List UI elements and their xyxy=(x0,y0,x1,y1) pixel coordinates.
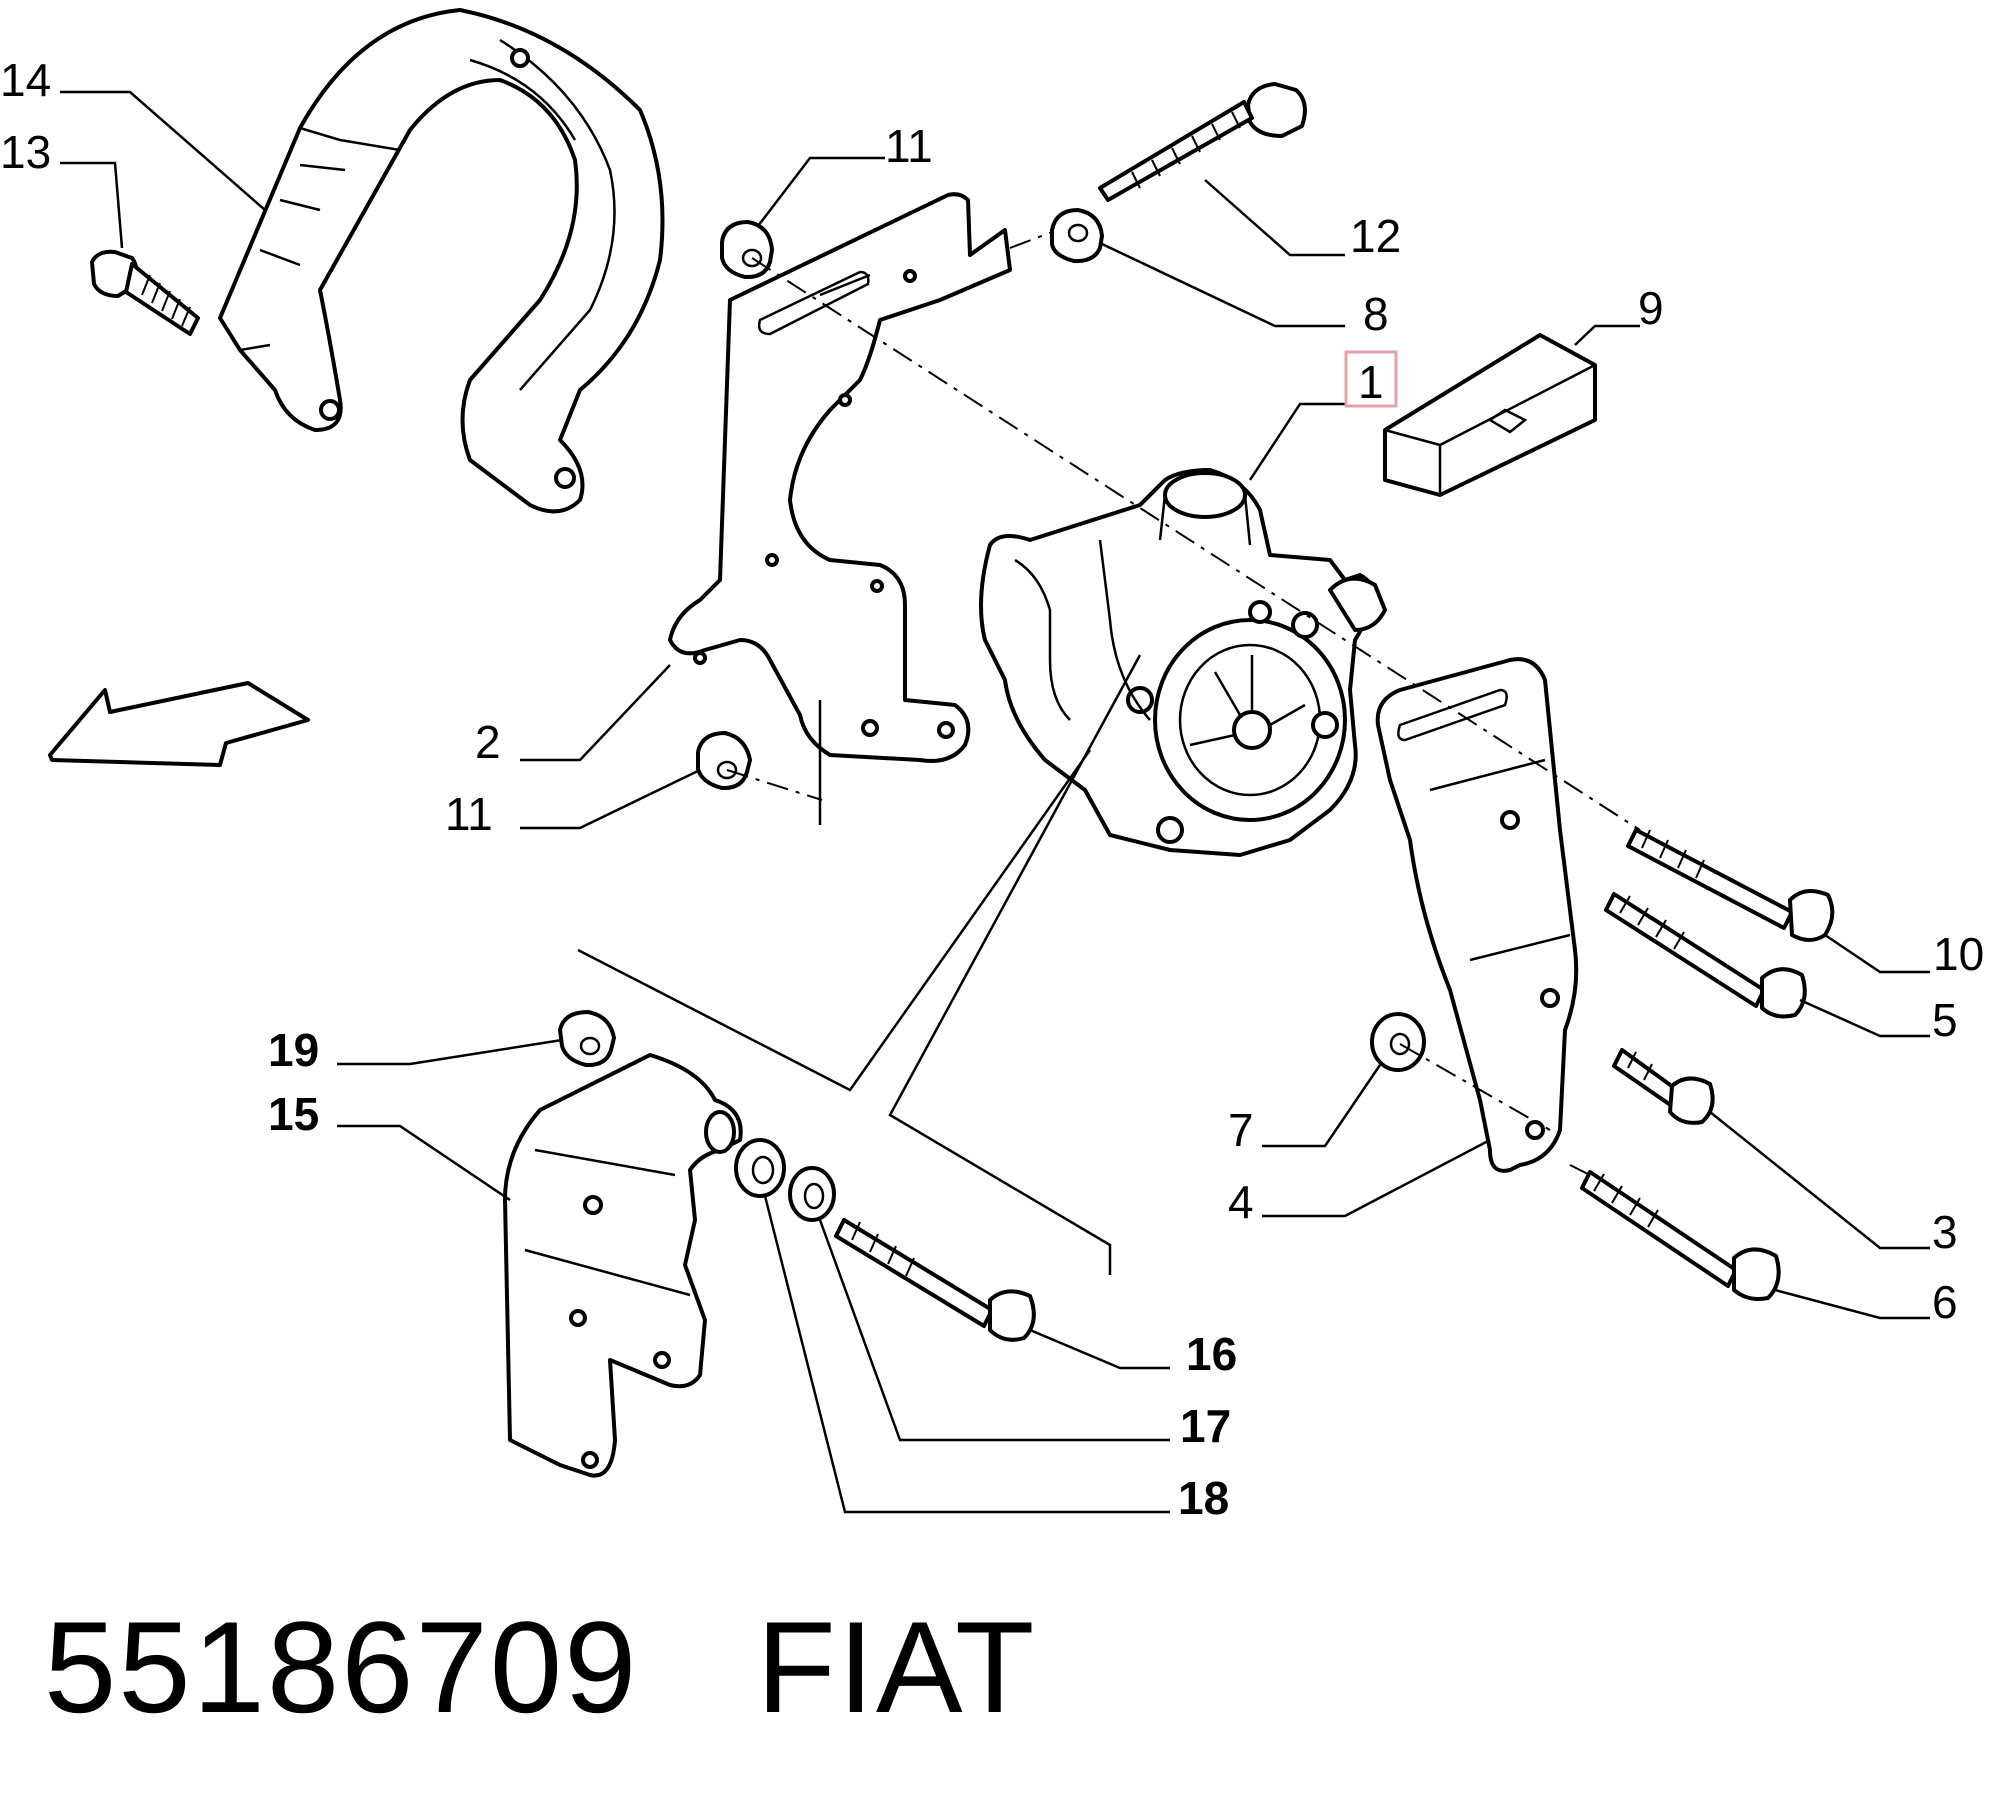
callout-9: 9 xyxy=(1638,282,1664,334)
brand-name: FIAT xyxy=(756,1594,1037,1740)
part-18-washer xyxy=(734,1138,786,1198)
callout-7: 7 xyxy=(1228,1104,1254,1156)
callout-3: 3 xyxy=(1932,1206,1958,1258)
callout-1-highlight xyxy=(1344,350,1398,408)
callout-11-lower: 11 xyxy=(445,788,493,840)
part-12-bolt xyxy=(1098,82,1307,202)
part-4-bracket xyxy=(1375,657,1579,1173)
callout-13: 13 xyxy=(0,126,51,178)
part-14-bracket xyxy=(218,8,665,514)
callout-labels: 14 13 11 12 8 9 1 2 11 10 5 19 15 7 4 3 … xyxy=(0,54,1984,1524)
part-6-bolt xyxy=(1580,1170,1781,1301)
part-caption: 55186709 FIAT xyxy=(44,1592,1036,1742)
callout-2: 2 xyxy=(475,716,501,768)
callout-17: 17 xyxy=(1180,1400,1231,1452)
callout-5: 5 xyxy=(1932,994,1958,1046)
center-lines xyxy=(726,231,1641,1176)
guide-lines xyxy=(577,654,1142,1275)
callout-19: 19 xyxy=(268,1024,319,1076)
part-19-nut xyxy=(558,1010,616,1068)
callout-10: 10 xyxy=(1933,928,1984,980)
part-8-nut xyxy=(1050,208,1104,264)
part-9-block xyxy=(1383,333,1597,497)
callout-8: 8 xyxy=(1363,288,1389,340)
part-1-pump xyxy=(979,468,1387,857)
part-7-washer xyxy=(1370,1012,1426,1072)
part-number: 55186709 xyxy=(44,1594,639,1740)
callout-15: 15 xyxy=(268,1088,319,1140)
callout-14: 14 xyxy=(0,54,51,106)
part-10-bolt xyxy=(1626,828,1835,942)
callout-6: 6 xyxy=(1932,1276,1958,1328)
callout-12: 12 xyxy=(1350,210,1401,262)
part-13-bolt xyxy=(90,249,200,336)
callout-16: 16 xyxy=(1186,1328,1237,1380)
leader-lines xyxy=(60,90,1930,1514)
callout-1: 1 xyxy=(1358,356,1384,408)
callout-18: 18 xyxy=(1178,1472,1229,1524)
part-15-bracket xyxy=(503,1053,743,1478)
part-2-plate xyxy=(668,192,1012,763)
part-16-bolt xyxy=(834,1218,1036,1342)
part-11-nut-lower xyxy=(696,731,752,791)
part-3-bolt xyxy=(1612,1048,1715,1125)
part-5-bolt xyxy=(1604,892,1807,1019)
part-11-nut-upper xyxy=(720,220,774,280)
direction-arrow xyxy=(48,681,310,767)
callout-4: 4 xyxy=(1228,1176,1254,1228)
callout-11-upper: 11 xyxy=(885,120,933,172)
part-17-lock-washer xyxy=(788,1166,836,1222)
